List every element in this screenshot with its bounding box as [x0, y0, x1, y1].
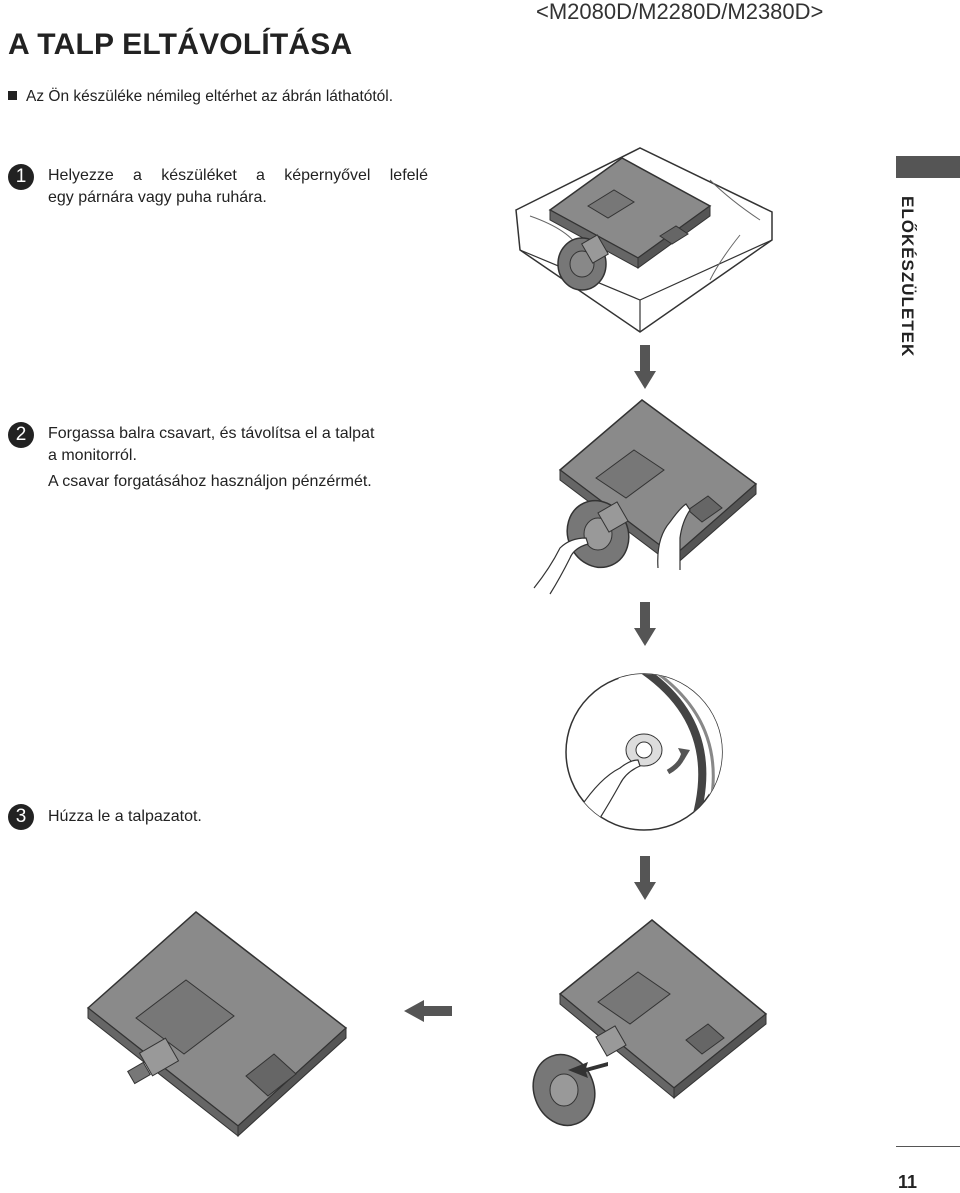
step-2-number: 2 — [8, 422, 34, 448]
step-2-line-3: A csavar forgatásához használjon pénzérm… — [48, 473, 372, 490]
arrow-down-icon — [634, 602, 656, 646]
step-3-text: Húzza le a talpazatot. — [48, 808, 202, 825]
note: Az Ön készüléke némileg eltérhet az ábrá… — [8, 88, 393, 106]
section-tab-bar — [896, 156, 960, 178]
model-numbers: <M2080D/M2280D/M2380D> — [536, 0, 824, 24]
arrow-left-icon — [404, 1000, 452, 1022]
arrow-down-icon — [634, 856, 656, 900]
arrow-down-icon — [634, 345, 656, 389]
step-2-text: Forgassa balra csavart, és távolítsa el … — [48, 423, 448, 493]
hands-turning-screw-illustration — [533, 399, 758, 595]
monitor-on-cushion-illustration — [515, 147, 773, 333]
step-1-line-1: Helyezze a készüléket a képernyővel lefe… — [48, 167, 428, 184]
pulling-stand-off-illustration — [532, 919, 768, 1127]
step-2-line-2: a monitorról. — [48, 447, 137, 464]
page-title: A TALP ELTÁVOLÍTÁSA — [8, 28, 353, 61]
step-1-number: 1 — [8, 164, 34, 190]
bullet-square-icon — [8, 91, 17, 100]
coin-turning-screw-zoom-illustration — [565, 673, 723, 831]
section-tab-label: ELŐKÉSZÜLETEK — [898, 196, 917, 358]
monitor-without-stand-illustration — [86, 911, 348, 1138]
step-1-line-2: egy párnára vagy puha ruhára. — [48, 189, 267, 206]
footer-rule — [896, 1146, 960, 1147]
step-2-line-1: Forgassa balra csavart, és távolítsa el … — [48, 425, 375, 442]
note-text: Az Ön készüléke némileg eltérhet az ábrá… — [26, 88, 394, 105]
step-3-number: 3 — [8, 804, 34, 830]
page-number: 11 — [898, 1172, 918, 1192]
step-1-text: Helyezze a készüléket a képernyővel lefe… — [48, 165, 428, 209]
